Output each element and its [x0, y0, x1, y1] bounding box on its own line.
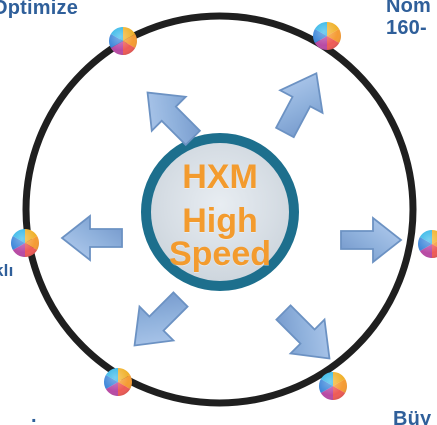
- outer-ring: [22, 12, 417, 407]
- arrow-down-right-icon: [275, 304, 331, 360]
- node-top-left-icon: [109, 27, 137, 55]
- center-title: HXM: [182, 158, 258, 196]
- bottom-left-label: .: [31, 405, 37, 425]
- top-right-label-line-1: Nom: [386, 0, 432, 17]
- arrow-left-icon: [60, 214, 123, 262]
- arrow-up-right-icon: [274, 72, 324, 139]
- node-bottom-right-icon: [319, 372, 347, 400]
- node-top-right-icon: [313, 22, 341, 50]
- arrow-down-left-icon: [133, 291, 189, 347]
- center-subtitle-line-2: Speed: [168, 235, 272, 273]
- top-right-label-line-2: 160-: [386, 17, 427, 39]
- top-left-label: Optimize: [0, 0, 79, 19]
- node-bottom-left-icon: [104, 368, 132, 396]
- arrow-right-icon: [340, 216, 403, 264]
- node-right-icon: [418, 230, 437, 258]
- center-subtitle-line-1: High: [182, 202, 258, 240]
- arrow-up-left-icon: [146, 91, 202, 147]
- node-left-icon: [11, 229, 39, 257]
- center-hub: [141, 133, 299, 291]
- left-label: klı: [0, 261, 14, 280]
- bottom-right-label: Büy: [393, 408, 432, 425]
